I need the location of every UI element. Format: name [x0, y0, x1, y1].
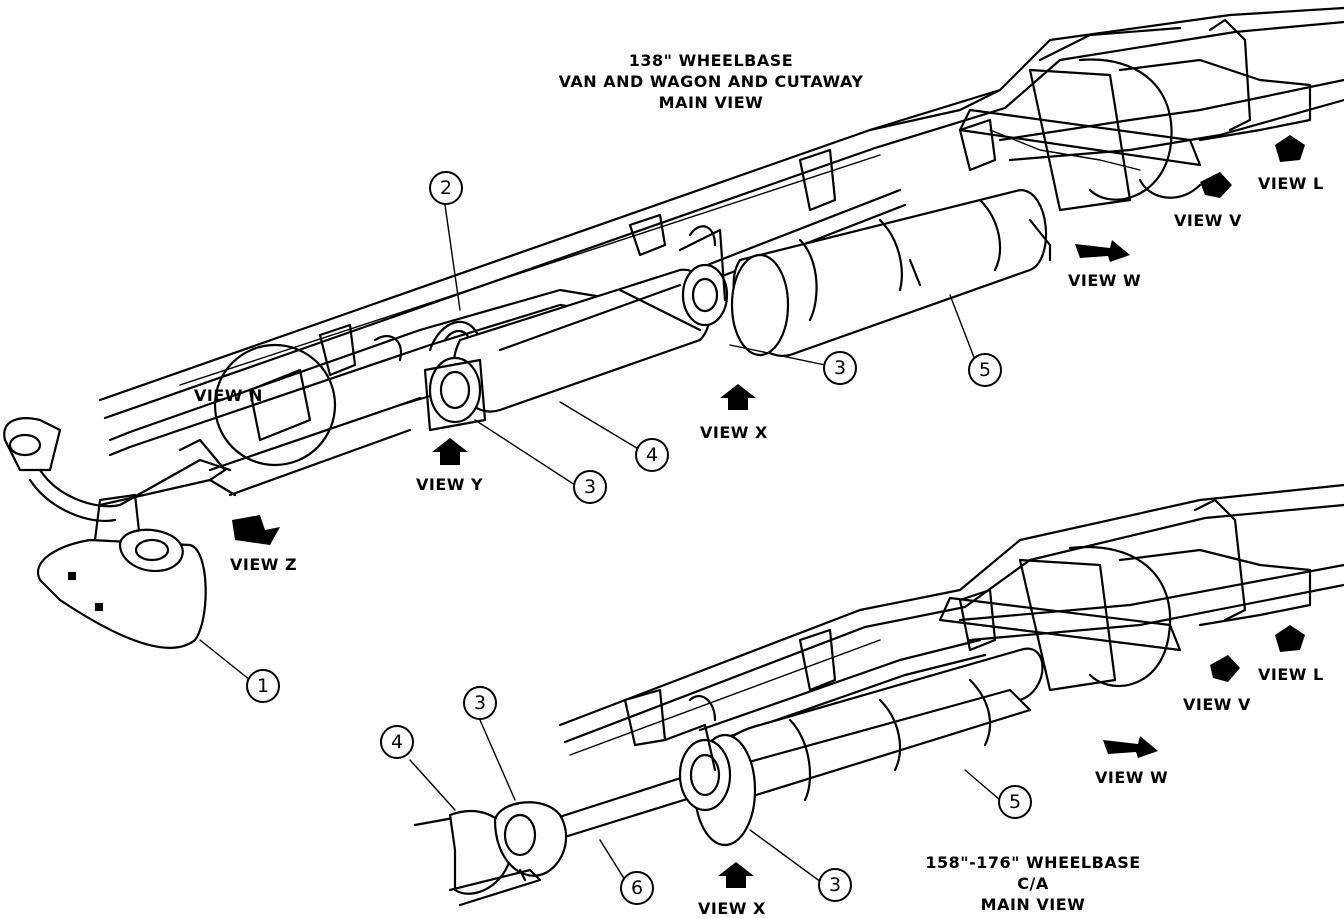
view-w-arrow-icon	[1075, 240, 1130, 262]
svg-text:4: 4	[646, 444, 658, 466]
view-w-bottom-arrow-icon	[1103, 736, 1158, 758]
view-y-arrow-icon	[432, 438, 468, 465]
top-assembly	[3, 6, 1344, 681]
bottom-view-arrows	[718, 625, 1305, 888]
svg-text:3: 3	[584, 476, 596, 498]
view-l-bottom-arrow-icon	[1275, 625, 1305, 652]
view-w-bottom-label: VIEW W	[1095, 768, 1168, 787]
bottom-exhaust-pipe	[548, 638, 987, 842]
top-view-n-circle	[213, 343, 337, 467]
top-exhaust-pipe	[108, 188, 907, 497]
callout-bottom-6: 6	[620, 871, 654, 905]
bottom-frame-hangers	[623, 588, 997, 747]
callout-bottom-3b: 3	[818, 868, 852, 902]
view-y-label: VIEW Y	[416, 475, 483, 494]
bottom-catalytic-outlet	[413, 801, 568, 907]
bottom-rear-hangers	[938, 498, 1312, 692]
top-muffler	[730, 188, 1052, 357]
top-view-arrows	[232, 135, 1305, 545]
bottom-caption: 158"-176" WHEELBASE C/A MAIN VIEW	[925, 853, 1140, 914]
bottom-muffler	[693, 647, 1044, 847]
bottom-assembly	[409, 483, 1344, 907]
svg-text:3: 3	[829, 874, 841, 896]
callout-top-5: 5	[968, 353, 1002, 387]
svg-text:3: 3	[834, 357, 846, 379]
view-x-top-label: VIEW X	[700, 423, 768, 442]
view-v-top-label: VIEW V	[1174, 211, 1242, 230]
bottom-caption-line-2: C/A	[1017, 874, 1049, 893]
svg-text:5: 5	[1009, 791, 1021, 813]
top-catalytic-converter	[452, 268, 712, 413]
top-rear-hangers	[958, 18, 1312, 212]
top-clamp-y	[423, 356, 487, 432]
view-n-label: VIEW N	[194, 386, 263, 405]
bottom-clamp-x	[663, 723, 732, 812]
top-leader-lines	[199, 204, 976, 681]
top-frame-hangers	[318, 118, 997, 377]
top-caption: 138" WHEELBASE VAN AND WAGON AND CUTAWAY…	[559, 51, 864, 112]
view-v-bottom-label: VIEW V	[1183, 695, 1251, 714]
top-clamp-x	[678, 228, 729, 327]
callout-top-4: 4	[635, 438, 669, 472]
view-v-arrow-icon	[1200, 172, 1232, 198]
svg-text:1: 1	[257, 675, 269, 697]
top-caption-line-1: 138" WHEELBASE	[629, 51, 793, 70]
svg-text:6: 6	[631, 877, 643, 899]
view-v-bottom-arrow-icon	[1210, 655, 1240, 682]
svg-text:3: 3	[474, 692, 486, 714]
view-x-bottom-label: VIEW X	[698, 899, 766, 918]
callout-top-1: 1	[246, 669, 280, 703]
view-w-top-label: VIEW W	[1068, 271, 1141, 290]
top-caption-line-3: MAIN VIEW	[659, 93, 764, 112]
callout-top-2: 2	[429, 171, 463, 205]
top-exhaust-y-pipe	[3, 417, 237, 649]
view-l-top-label: VIEW L	[1258, 174, 1324, 193]
view-l-arrow-icon	[1275, 135, 1305, 162]
view-z-label: VIEW Z	[230, 555, 297, 574]
view-x-bottom-arrow-icon	[718, 862, 754, 888]
view-x-arrow-icon	[720, 384, 756, 410]
view-z-arrow-icon	[232, 515, 280, 545]
svg-text:2: 2	[440, 177, 452, 199]
view-l-bottom-label: VIEW L	[1258, 665, 1324, 684]
callout-top-3b: 3	[823, 351, 857, 385]
callout-bottom-3a: 3	[463, 686, 497, 720]
svg-text:5: 5	[979, 359, 991, 381]
callout-bottom-4: 4	[380, 725, 414, 759]
bottom-frame-rail	[558, 483, 1344, 756]
svg-text:4: 4	[391, 731, 403, 753]
callout-bottom-5: 5	[998, 785, 1032, 819]
bottom-leader-lines	[409, 719, 1001, 886]
bottom-caption-line-3: MAIN VIEW	[981, 895, 1086, 914]
top-caption-line-2: VAN AND WAGON AND CUTAWAY	[559, 72, 864, 91]
callout-top-3a: 3	[573, 470, 607, 504]
bottom-caption-line-1: 158"-176" WHEELBASE	[925, 853, 1140, 872]
